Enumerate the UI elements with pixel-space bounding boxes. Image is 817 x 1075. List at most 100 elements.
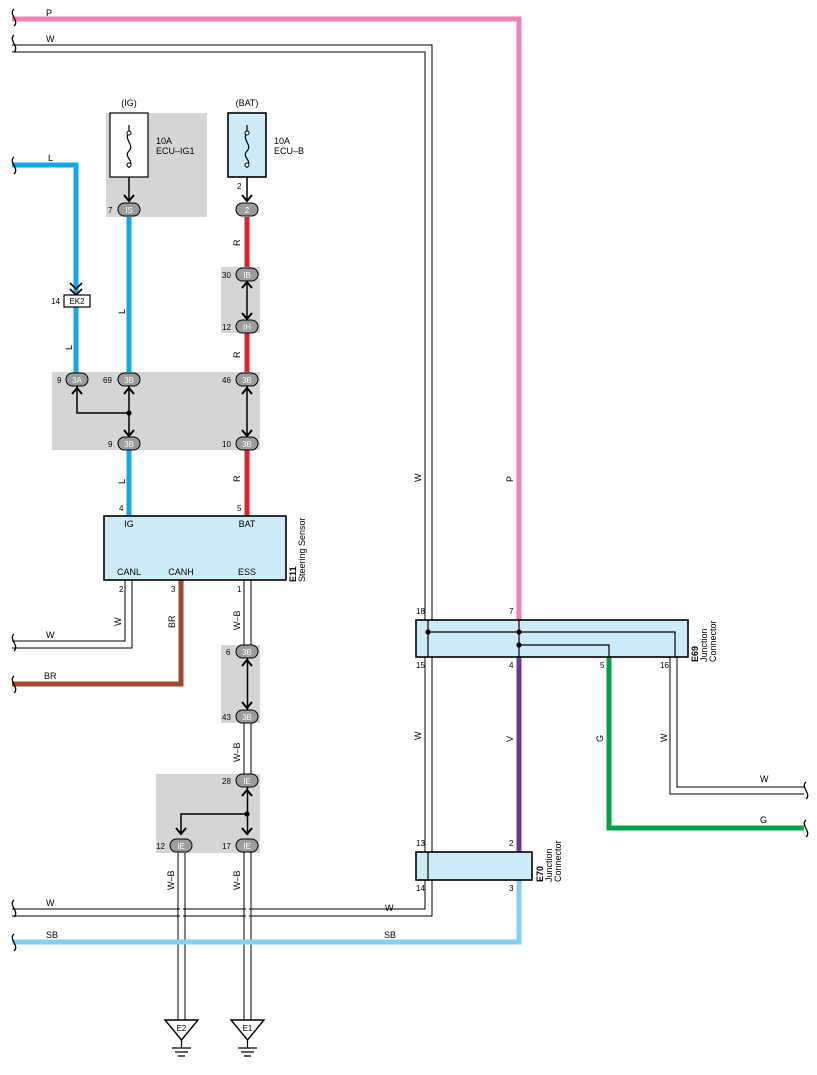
wire-label-l-left: L [48,153,53,163]
wire-label-r-1: R [232,239,242,246]
connector-3b-69: 3B [117,372,141,387]
wire-label-l-vert1: L [64,345,74,350]
pin-46: 46 [222,376,231,385]
svg-text:3A: 3A [72,376,82,385]
wire-label-w-e69-vert: W [659,733,669,742]
wire-label-p-vert: P [505,476,515,482]
wire-wb-e2 [177,853,186,1020]
e70-code: E70 [535,866,545,882]
wire-label-br-vert: BR [167,615,177,628]
pin-4: 4 [119,504,124,513]
e69-name2: Connector [708,620,718,662]
pin-43: 43 [222,713,231,722]
svg-text:IE: IE [177,842,185,851]
pin-18: 18 [416,607,425,616]
pin-7-e69: 7 [509,607,514,616]
e69-name: Junction [699,628,709,662]
svg-text:3B: 3B [242,713,252,722]
wire-label-sb-left: SB [46,930,58,940]
wire-label-br-left: BR [44,671,57,681]
wire-label-wb-2: W–B [232,742,242,762]
pin-69: 69 [103,376,112,385]
sensor-term-ess: ESS [238,567,256,577]
wire-label-sb-right: SB [384,930,396,940]
pin-7-is: 7 [108,206,113,215]
sensor-term-bat: BAT [239,519,256,529]
wire-w-outer [12,44,433,917]
pin-16: 16 [660,661,669,670]
pin-1-ess: 1 [237,585,242,594]
fuse-bat-supply: (BAT) [236,98,259,108]
sensor-term-canl: CANL [117,567,141,577]
wire-l-left [12,162,79,375]
pin-3-canh: 3 [171,585,176,594]
wire-label-r-3: R [232,475,242,482]
junction-block-3a-3b [52,372,260,450]
connector-3b-10: 3B [235,436,259,451]
wire-break-marks [11,8,809,952]
wire-label-wb-3: W–B [232,870,242,890]
pin-2-e70: 2 [509,839,514,848]
connector-3b-6: 3B [235,644,259,659]
e70-name: Junction [544,848,554,882]
svg-text:3B: 3B [242,440,252,449]
sensor-term-ig: IG [124,519,134,529]
wire-p [12,16,522,620]
wire-sb [12,880,522,945]
connector-is: IS [117,202,141,217]
wire-label-g-right: G [760,815,767,825]
ground-e1: E1 [229,1019,266,1057]
wire-label-p-top: P [46,8,52,18]
steering-sensor-box [103,515,287,581]
pin-10: 10 [222,440,231,449]
wire-br [12,580,184,687]
pin-17: 17 [222,842,231,851]
pin-2-canl: 2 [119,585,124,594]
fuse-ig-name: ECU–IG1 [156,146,195,156]
fuse-bat-rating: 10A [274,136,290,146]
svg-text:E2: E2 [177,1024,187,1033]
wire-label-v: V [505,736,515,742]
svg-text:3B: 3B [242,648,252,657]
sensor-code: E11 [288,566,298,582]
svg-text:IB: IB [243,271,251,280]
connector-3b-46: 3B [235,372,259,387]
pin-6: 6 [226,648,231,657]
wire-label-w-bottom-left: W [46,898,55,908]
sensor-name: Steering Sensor [297,517,307,582]
pin-14-e70: 14 [416,884,425,893]
wire-label-r-2: R [232,351,242,358]
pin-12-ie: 12 [156,842,165,851]
fuse-bat-name: ECU–B [274,146,304,156]
connector-ie-12: IE [169,838,193,853]
fuse-bat-symbol [244,125,250,168]
wire-w-canl [12,580,133,649]
connector-2: 2 [235,202,259,217]
connector-ih: IH [235,319,259,334]
wire-label-l-vert3: L [117,479,127,484]
wire-label-wb-1: W–B [232,610,242,630]
pin-12-ih: 12 [222,323,231,332]
pin-9-3b: 9 [108,440,113,449]
fuse-ig-symbol [126,125,132,168]
connector-3b-9: 3B [117,436,141,451]
svg-text:IH: IH [243,323,251,332]
wire-label-l-vert2: L [117,309,127,314]
pin-5-e69: 5 [600,661,605,670]
pin-3-e70: 3 [509,884,514,893]
wire-label-wb-4: W–B [166,870,176,890]
connector-ie-17: IE [235,838,259,853]
pin-30: 30 [222,271,231,280]
e69-code: E69 [690,646,700,662]
svg-text:3B: 3B [242,376,252,385]
connector-ie-28: IE [235,773,259,788]
svg-text:IS: IS [125,206,133,215]
connector-ek2: EK2 [63,294,91,308]
pin-15: 15 [416,661,425,670]
wire-label-w-canl-vert: W [113,617,123,626]
wire-w-e69-16 [669,657,804,795]
fuse-ig-rating: 10A [156,136,172,146]
wire-label-w-top: W [46,34,55,44]
wire-label-w-bottom-right: W [385,903,394,913]
